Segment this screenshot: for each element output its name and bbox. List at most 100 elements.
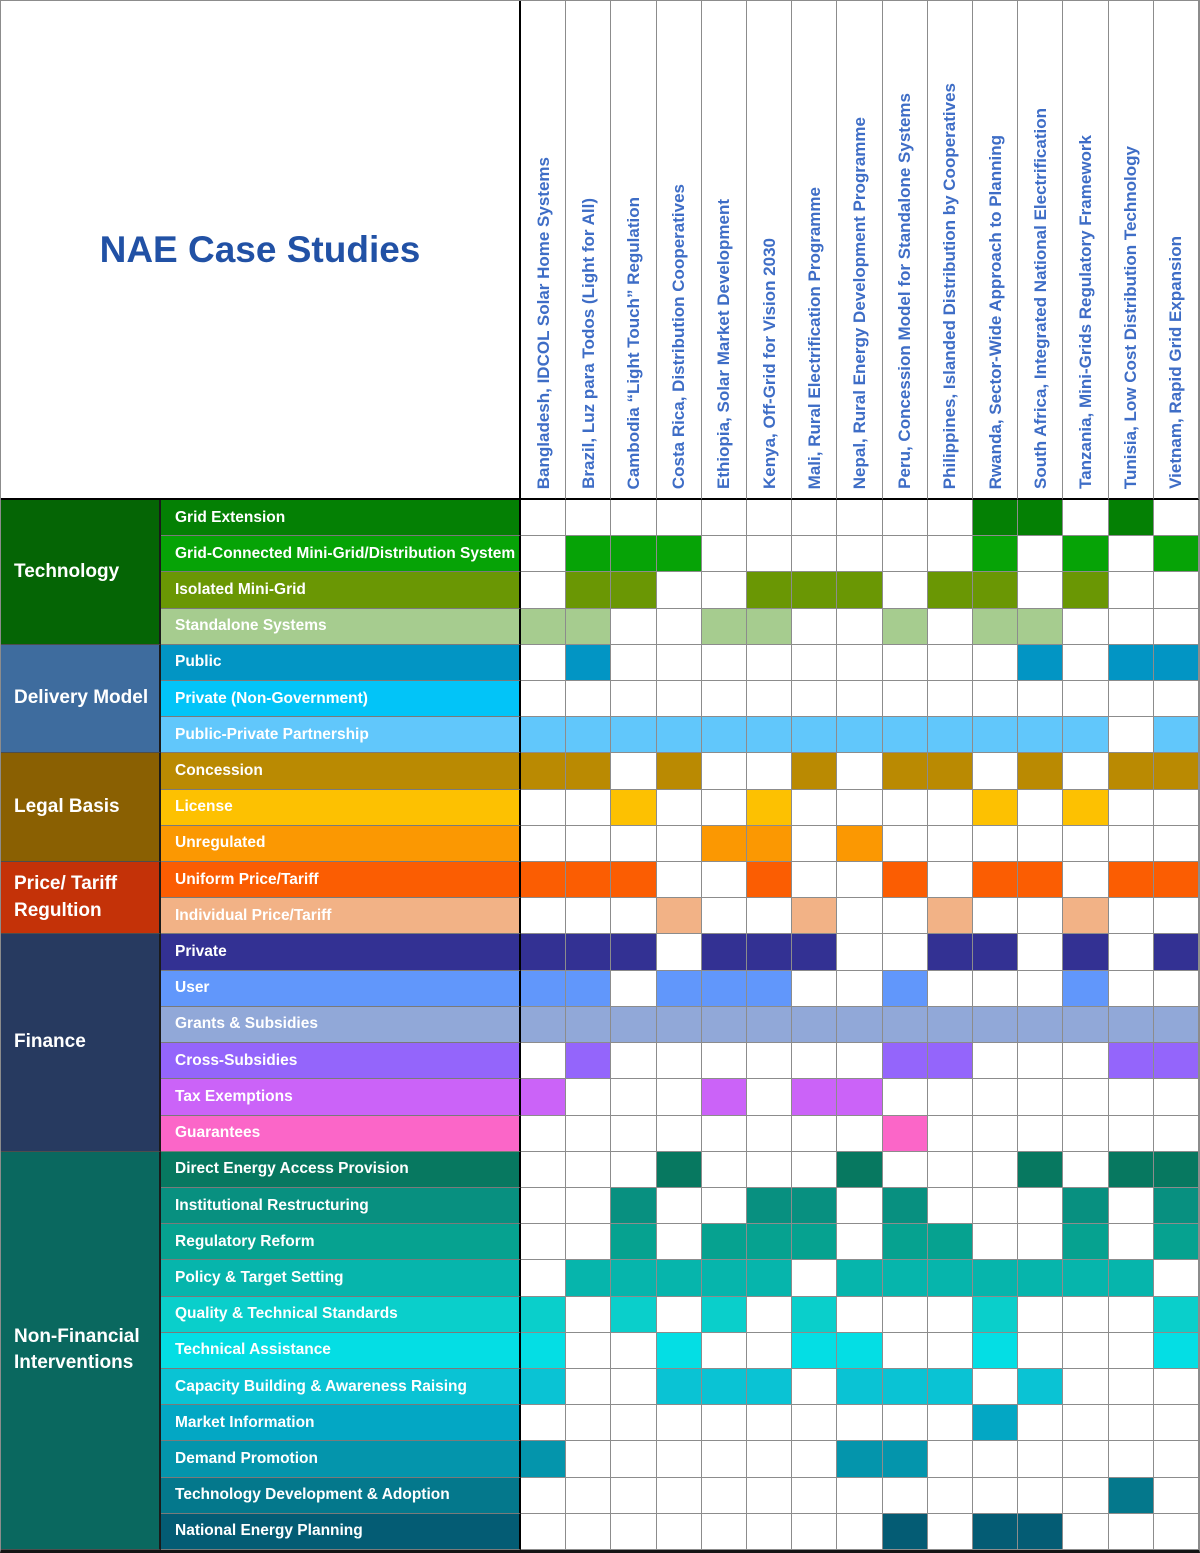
matrix-cell	[521, 1187, 567, 1225]
matrix-cell	[656, 536, 702, 573]
matrix-cell	[1153, 1513, 1199, 1550]
matrix-cell	[747, 1043, 793, 1080]
matrix-cell	[973, 862, 1019, 899]
matrix-cell	[837, 825, 883, 863]
matrix-cell	[837, 500, 883, 537]
matrix-cell	[521, 536, 567, 573]
row-label: Grants & Subsidies	[161, 1006, 521, 1044]
row-label: Individual Price/Tariff	[161, 898, 521, 935]
matrix-cell	[701, 970, 747, 1007]
matrix-cell	[521, 717, 567, 754]
matrix-cell	[973, 825, 1019, 863]
matrix-cell	[927, 1006, 973, 1044]
matrix-cell	[837, 572, 883, 609]
matrix-cell	[882, 681, 928, 718]
matrix-cell	[1063, 789, 1109, 826]
matrix-cell	[792, 681, 838, 718]
matrix-cell	[656, 1513, 702, 1550]
matrix-cell	[792, 862, 838, 899]
column-header: Kenya, Off-Grid for Vision 2030	[747, 1, 793, 500]
group-label: Technology	[1, 500, 161, 645]
matrix-cell	[1108, 1260, 1154, 1297]
column-header: Tunisia, Low Cost Distribution Technolog…	[1108, 1, 1154, 500]
matrix-cell	[837, 862, 883, 899]
matrix-cell	[1153, 1079, 1199, 1116]
group-label: Delivery Model	[1, 644, 161, 754]
matrix-cell	[1153, 717, 1199, 754]
matrix-cell	[927, 934, 973, 971]
matrix-cell	[701, 572, 747, 609]
matrix-cell	[792, 1332, 838, 1369]
matrix-cell	[1018, 1115, 1064, 1152]
matrix-cell	[521, 681, 567, 718]
row-label: Grid Extension	[161, 500, 521, 537]
matrix-cell	[973, 572, 1019, 609]
matrix-cell	[837, 1260, 883, 1297]
column-header: Peru, Concession Model for Standalone Sy…	[882, 1, 928, 500]
matrix-cell	[656, 717, 702, 754]
matrix-cell	[927, 1405, 973, 1442]
matrix-cell	[747, 500, 793, 537]
matrix-cell	[611, 825, 657, 863]
matrix-cell	[747, 1115, 793, 1152]
matrix-cell	[656, 1006, 702, 1044]
matrix-cell	[521, 1260, 567, 1297]
matrix-cell	[656, 1441, 702, 1478]
matrix-cell	[1018, 1224, 1064, 1261]
matrix-cell	[656, 1296, 702, 1333]
matrix-cell	[1018, 1513, 1064, 1550]
matrix-cell	[792, 1368, 838, 1406]
matrix-cell	[792, 1513, 838, 1550]
matrix-cell	[927, 1296, 973, 1333]
matrix-cell	[882, 536, 928, 573]
matrix-cell	[792, 825, 838, 863]
matrix-cell	[927, 1441, 973, 1478]
matrix-cell	[837, 934, 883, 971]
matrix-cell	[882, 898, 928, 935]
matrix-cell	[656, 825, 702, 863]
matrix-cell	[566, 1260, 612, 1297]
row-label: Capacity Building & Awareness Raising	[161, 1368, 521, 1406]
matrix-cell	[701, 1079, 747, 1116]
matrix-cell	[611, 1513, 657, 1550]
column-header: Nepal, Rural Energy Development Programm…	[837, 1, 883, 500]
matrix-cell	[837, 1368, 883, 1406]
matrix-cell	[973, 1224, 1019, 1261]
matrix-cell	[1018, 1368, 1064, 1406]
matrix-cell	[927, 608, 973, 645]
matrix-cell	[973, 753, 1019, 790]
matrix-cell	[521, 898, 567, 935]
matrix-cell	[747, 717, 793, 754]
matrix-cell	[1153, 862, 1199, 899]
matrix-cell	[747, 1441, 793, 1478]
matrix-cell	[837, 717, 883, 754]
matrix-cell	[656, 1151, 702, 1188]
matrix-cell	[521, 753, 567, 790]
matrix-cell	[1153, 1043, 1199, 1080]
matrix-cell	[973, 1006, 1019, 1044]
matrix-cell	[1108, 1224, 1154, 1261]
matrix-cell	[1108, 572, 1154, 609]
matrix-cell	[837, 681, 883, 718]
matrix-cell	[1018, 934, 1064, 971]
matrix-cell	[882, 1368, 928, 1406]
row-label: Demand Promotion	[161, 1441, 521, 1478]
matrix-cell	[521, 1006, 567, 1044]
matrix-cell	[656, 1079, 702, 1116]
matrix-cell	[747, 934, 793, 971]
matrix-cell	[566, 1405, 612, 1442]
matrix-cell	[611, 1260, 657, 1297]
row-label: Isolated Mini-Grid	[161, 572, 521, 609]
row-label: Cross-Subsidies	[161, 1043, 521, 1080]
group-label: Non-Financial Interventions	[1, 1151, 161, 1550]
matrix-cell	[837, 1405, 883, 1442]
matrix-cell	[747, 862, 793, 899]
matrix-cell	[566, 1151, 612, 1188]
matrix-cell	[1063, 825, 1109, 863]
matrix-cell	[973, 1151, 1019, 1188]
matrix-cell	[1108, 717, 1154, 754]
matrix-cell	[1108, 1477, 1154, 1514]
matrix-cell	[656, 500, 702, 537]
matrix-cell	[837, 898, 883, 935]
matrix-cell	[611, 898, 657, 935]
